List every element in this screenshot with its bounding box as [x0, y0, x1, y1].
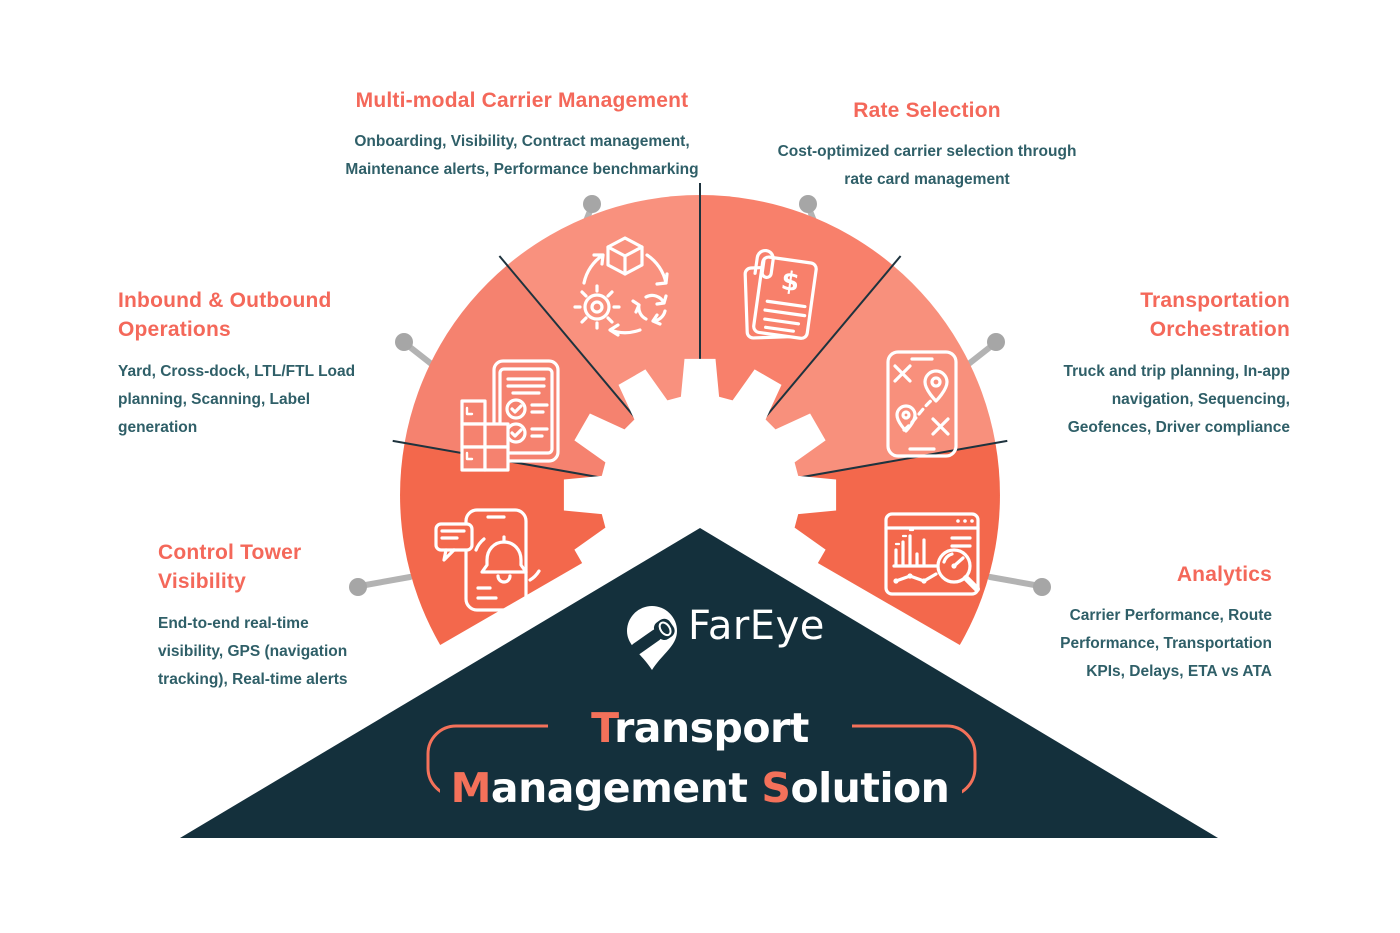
brand-lockup: FarEye	[0, 606, 1400, 646]
title-frame-bottom-gap	[440, 782, 962, 810]
block-control: Control Tower Visibility End-to-end real…	[158, 538, 398, 693]
analytics-description: Carrier Performance, Route Performance, …	[1060, 607, 1272, 681]
control-description: End-to-end real-time visibility, GPS (na…	[158, 614, 348, 688]
control-heading: Control Tower Visibility	[158, 541, 302, 594]
block-analytics: Analytics Carrier Performance, Route Per…	[992, 560, 1272, 686]
multimodal-description: Onboarding, Visibility, Contract managem…	[345, 133, 699, 179]
title-line-1: Transport	[0, 708, 1400, 749]
transportation-description: Truck and trip planning, In-app navigati…	[1063, 362, 1290, 436]
brand-pin-icon	[627, 606, 677, 670]
inbound-heading: Inbound & Outbound Operations	[118, 289, 332, 342]
title-word1-rest: ransport	[614, 704, 809, 752]
multimodal-heading: Multi-modal Carrier Management	[355, 89, 689, 112]
dashboard-magnifier-icon	[884, 512, 980, 596]
svg-text:$: $	[779, 266, 801, 298]
leader-pin-inbound	[395, 333, 437, 369]
transportation-heading: Transportation Orchestration	[1140, 289, 1290, 342]
inbound-description: Yard, Cross-dock, LTL/FTL Load planning,…	[118, 362, 356, 436]
rate-heading: Rate Selection	[853, 99, 1001, 122]
block-transportation: Transportation Orchestration Truck and t…	[1010, 286, 1290, 441]
block-rate: Rate Selection Cost-optimized carrier se…	[747, 96, 1107, 194]
rate-description: Cost-optimized carrier selection through…	[777, 143, 1077, 189]
leader-pin-analytics	[987, 574, 1051, 596]
title-word2-initial: M	[450, 764, 492, 812]
map-route-phone-icon	[886, 350, 958, 458]
leader-pin-transportation	[963, 333, 1005, 369]
title-word3-initial: S	[761, 764, 791, 812]
block-multimodal: Multi-modal Carrier Management Onboardin…	[332, 86, 712, 184]
title-word3-rest: olution	[790, 764, 950, 812]
invoice-icon: $	[743, 248, 818, 340]
brand-name: FarEye	[688, 603, 825, 649]
title-word2-rest: anagement	[490, 764, 748, 812]
block-inbound: Inbound & Outbound Operations Yard, Cros…	[118, 286, 380, 441]
alert-phone-icon	[434, 508, 541, 612]
supply-cycle-icon	[573, 236, 669, 337]
triangle-backdrop	[180, 528, 1218, 838]
analytics-heading: Analytics	[1176, 563, 1272, 586]
checklist-boxes-icon	[460, 359, 560, 472]
leader-pin-control	[349, 574, 413, 596]
gear-cutout	[563, 358, 837, 632]
title-frame-top-gap	[548, 712, 852, 740]
title-word1-initial: T	[591, 704, 615, 752]
